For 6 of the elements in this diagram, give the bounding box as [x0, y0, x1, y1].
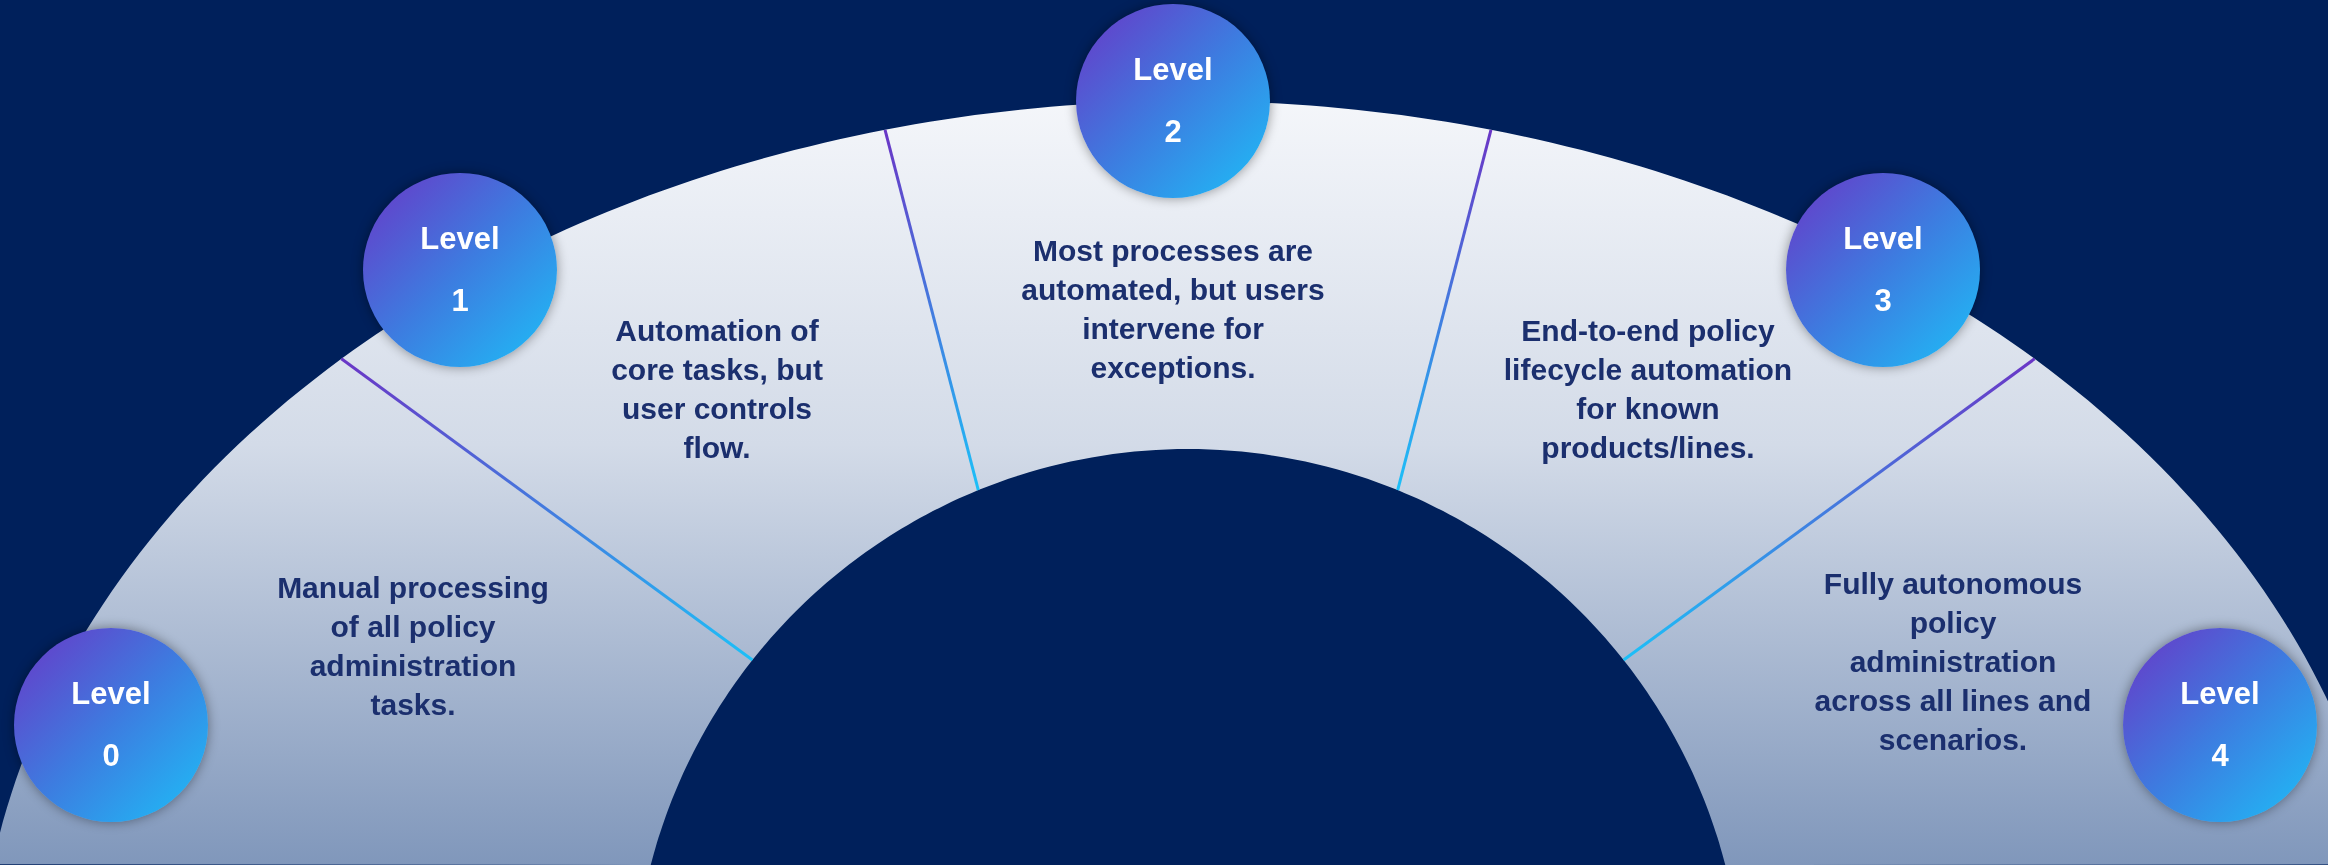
- level-badge: Level 2: [1076, 4, 1270, 198]
- description-text: Manual processing of all policy administration tasks.: [276, 570, 550, 723]
- description-text: Most processes are automated, but users intervene for exceptions.: [1020, 233, 1326, 386]
- description-text: Automation of core tasks, but user controls flow.: [610, 313, 824, 466]
- level-badge: Level 1: [363, 173, 557, 367]
- description-text: Fully autonomous policy administration across all lines and scenarios.: [1813, 565, 2093, 758]
